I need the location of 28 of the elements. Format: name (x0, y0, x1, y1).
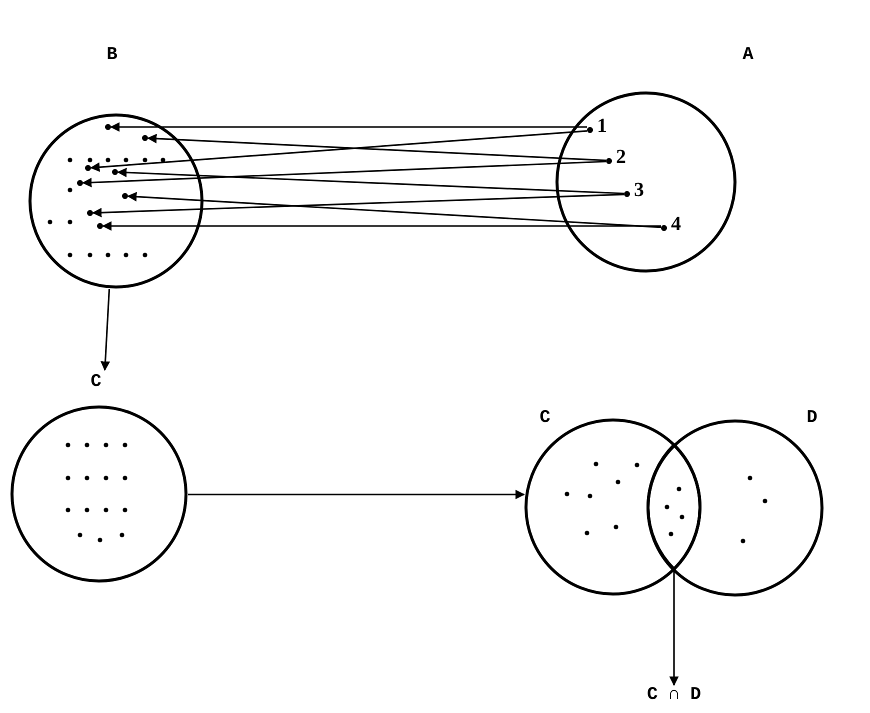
element-dot (122, 193, 128, 199)
arrow (147, 134, 606, 162)
element-number: 1 (597, 115, 607, 137)
element-number: 3 (634, 179, 644, 201)
arrow (127, 192, 662, 228)
element-number: 2 (616, 146, 626, 168)
set-label: C (90, 372, 102, 392)
arrow (110, 122, 587, 132)
element-dot (105, 124, 111, 130)
element-dot (87, 210, 93, 216)
element-dot (77, 180, 83, 186)
set-label: C ∩ D (647, 685, 701, 705)
set-label: A (742, 45, 754, 65)
arrow (90, 130, 588, 172)
arrow (188, 490, 525, 500)
element-dot (112, 169, 118, 175)
arrow (92, 194, 624, 218)
set-label: C (540, 408, 550, 428)
arrow (82, 160, 606, 188)
element-number: 4 (671, 213, 681, 235)
element-dot (97, 223, 103, 229)
element-dot (142, 135, 148, 141)
arrow (102, 221, 661, 231)
set-label: D (806, 408, 818, 428)
element-dot (85, 165, 91, 171)
arrow (117, 168, 624, 194)
set-label: B (106, 45, 118, 65)
arrow (100, 288, 110, 371)
